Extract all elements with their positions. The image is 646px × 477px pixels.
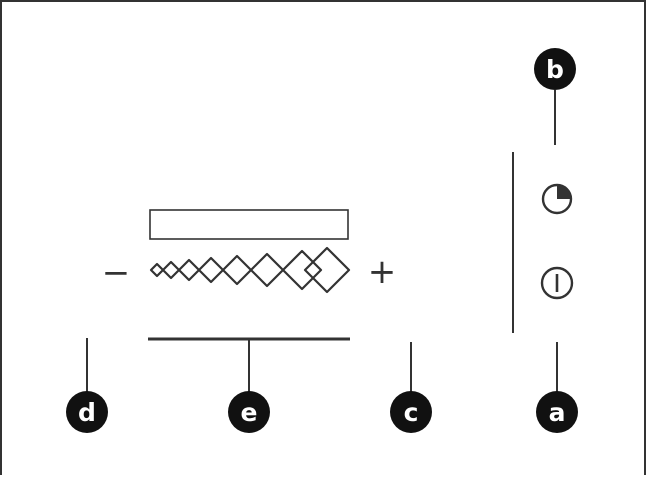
callout-c: c bbox=[390, 391, 432, 433]
callout-b-label: b bbox=[546, 55, 564, 84]
level-indicator bbox=[149, 246, 351, 294]
callout-d: d bbox=[66, 391, 108, 433]
level-step-2 bbox=[161, 260, 181, 280]
level-step-6 bbox=[249, 252, 285, 288]
display-window bbox=[149, 209, 349, 240]
callout-c-label: c bbox=[404, 398, 419, 427]
callout-d-label: d bbox=[78, 398, 96, 427]
level-step-8 bbox=[303, 246, 351, 294]
callout-e-label: e bbox=[241, 398, 258, 427]
minus-symbol[interactable]: − bbox=[102, 253, 131, 293]
level-step-5 bbox=[221, 254, 253, 286]
callout-a-label: a bbox=[549, 398, 566, 427]
level-step-1 bbox=[149, 262, 165, 278]
level-step-4 bbox=[197, 256, 225, 284]
power-icon[interactable] bbox=[540, 266, 574, 300]
level-step-3 bbox=[177, 258, 201, 282]
callout-b: b bbox=[534, 48, 576, 90]
callout-a: a bbox=[536, 391, 578, 433]
level-step-7 bbox=[281, 249, 323, 291]
plus-symbol[interactable]: + bbox=[368, 252, 397, 292]
timer-icon[interactable] bbox=[541, 183, 573, 215]
callout-e: e bbox=[228, 391, 270, 433]
